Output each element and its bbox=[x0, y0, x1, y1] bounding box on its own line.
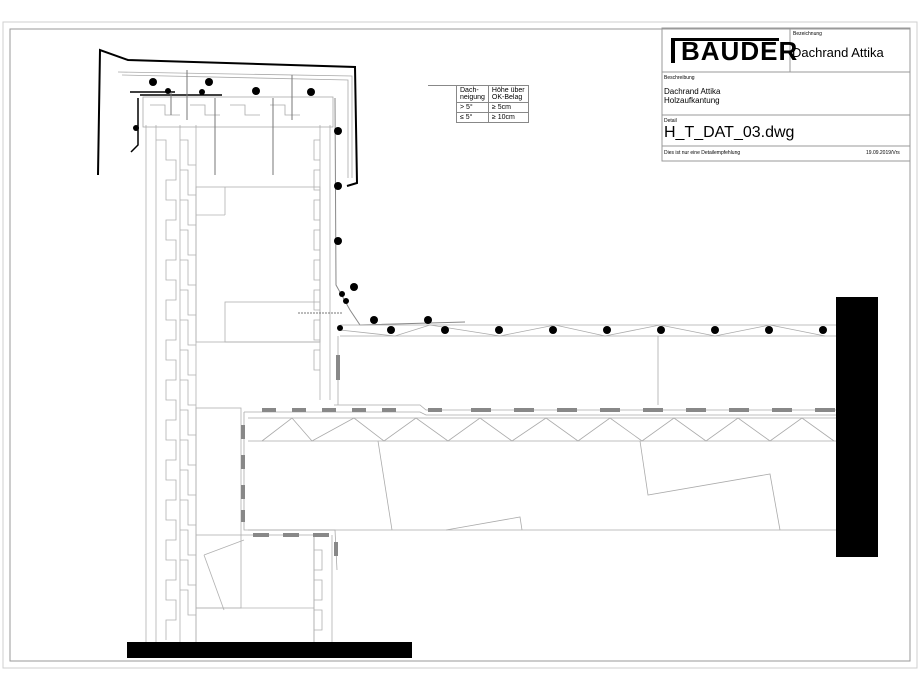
height-cell: ≥ 10cm bbox=[487, 112, 529, 123]
metal-coping-cap bbox=[97, 48, 359, 187]
vapor-barrier-layer bbox=[243, 404, 840, 571]
description-label: Beschreibung bbox=[664, 75, 695, 81]
header-slope: Dach-neigung bbox=[456, 85, 489, 103]
designation-value: Dachrand Attika bbox=[792, 45, 884, 60]
description-line1: Dachrand Attika bbox=[664, 87, 721, 96]
coping-timber bbox=[142, 96, 334, 128]
hatched-tapes bbox=[241, 355, 835, 556]
disclaimer-text: Dies ist nur eine Detailempfehlung bbox=[664, 150, 741, 156]
adjacent-wall-block bbox=[836, 297, 878, 557]
detail-label: Detail bbox=[664, 118, 677, 124]
slope-cell: ≤ 5° bbox=[456, 112, 489, 123]
floor-slab-block bbox=[127, 642, 412, 658]
height-cell: ≥ 5cm bbox=[487, 102, 529, 113]
table-row: > 5° ≥ 5cm bbox=[456, 102, 529, 113]
inner-frame bbox=[9, 28, 911, 662]
roof-top-layer bbox=[337, 324, 840, 405]
table-row: ≤ 5° ≥ 10cm bbox=[456, 112, 529, 123]
detail-value: H_T_DAT_03.dwg bbox=[664, 124, 795, 141]
logo-text: BAUDER bbox=[681, 36, 799, 66]
wall-masonry bbox=[145, 125, 333, 644]
date-author: 19.09.2019/Vrs bbox=[866, 150, 900, 156]
drip-edge bbox=[130, 91, 175, 153]
height-table-rule bbox=[428, 85, 456, 86]
screws bbox=[170, 70, 342, 314]
description-line2: Holzaufkantung bbox=[664, 96, 720, 105]
slope-cell: > 5° bbox=[456, 102, 489, 113]
membrane-upstand bbox=[334, 97, 466, 326]
fastener-dots bbox=[133, 78, 827, 334]
designation-label: Bezeichnung bbox=[793, 31, 822, 37]
outer-frame bbox=[2, 21, 918, 669]
cap-inner-lines bbox=[117, 71, 353, 178]
bauder-logo bbox=[671, 38, 779, 63]
title-block-frame bbox=[661, 27, 911, 162]
